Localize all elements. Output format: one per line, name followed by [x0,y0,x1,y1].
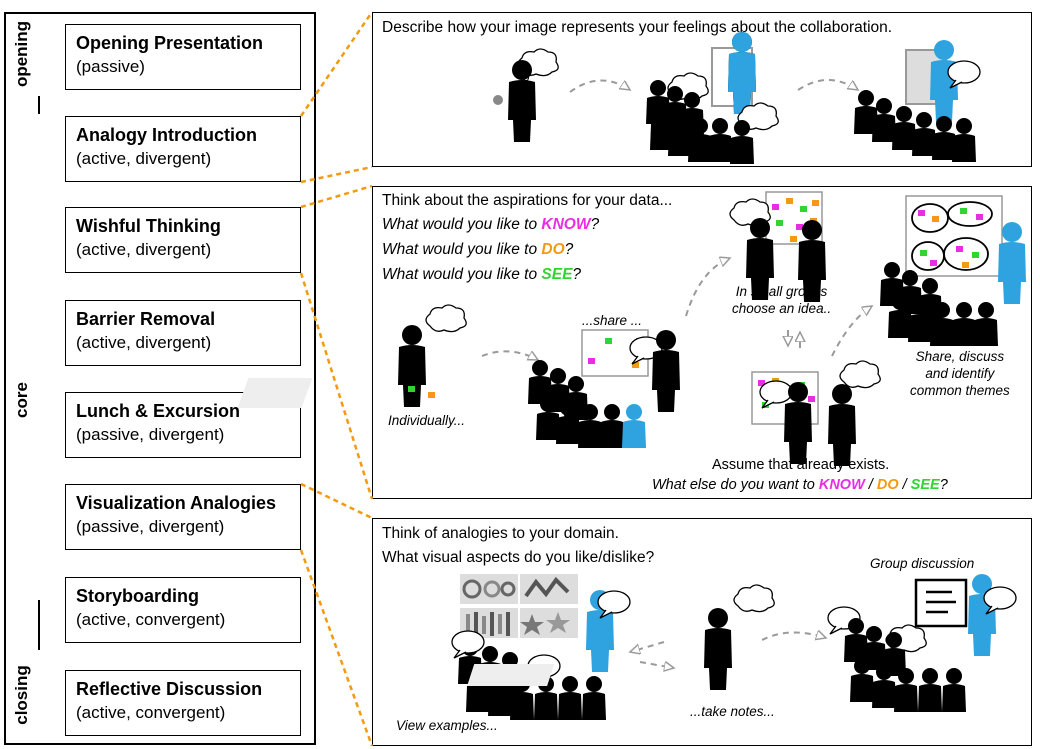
stage-analogy-introduction: Analogy Introduction (active, divergent) [65,116,301,182]
vis-line-2: What visual aspects do you like/dislike? [382,549,655,566]
stage-title: Analogy Introduction [76,125,257,145]
wishful-assume: Assume that already exists. [712,457,890,473]
analogy-scene-board [854,40,981,162]
stage-title: Lunch & Excursion [76,401,241,421]
vis-group-discussion [827,574,1017,712]
wishful-intro: Think about the aspirations for your dat… [382,192,673,209]
caption-share: ...share ... [582,313,643,328]
stage-storyboarding: Storyboarding (active, convergent) [65,577,301,643]
stage-visualization-analogies: Visualization Analogies (passive, diverg… [65,484,301,550]
stage-title: Barrier Removal [76,309,216,329]
stage-subtitle: (passive, divergent) [76,517,225,536]
wishful-groups-bottom [751,360,881,466]
caption-individually: Individually... [388,413,466,428]
vis-take-notes [467,584,775,690]
stage-panel-connectors [299,11,374,747]
stage-subtitle: (passive) [76,57,145,76]
stage-title: Storyboarding [76,586,200,606]
stage-title: Opening Presentation [76,33,264,53]
stage-subtitle: (passive, divergent) [76,425,225,444]
wishful-share [528,329,680,448]
stage-title: Wishful Thinking [76,216,221,236]
analogy-scene-group [646,32,779,164]
caption-view-examples: View examples... [396,718,498,733]
caption-group-discussion: Group discussion [870,556,975,571]
analogy-scene-individual [493,48,559,142]
analogy-prompt: Describe how your image represents your … [382,19,893,36]
process-frame [4,12,316,745]
stage-title: Reflective Discussion [76,679,263,699]
stage-subtitle: (active, convergent) [76,610,226,629]
stage-subtitle: (active, divergent) [76,333,212,352]
vis-line-1: Think of analogies to your domain. [382,525,619,542]
wishful-individual [237,304,467,408]
phase-divider-closing [38,600,40,650]
wishful-themes [880,195,1026,346]
caption-take-notes: ...take notes... [690,704,775,719]
stage-subtitle: (active, divergent) [76,240,212,259]
stage-wishful-thinking: Wishful Thinking (active, divergent) [65,207,301,273]
wishful-what-else: What else do you want to KNOW / DO / SEE… [652,477,948,493]
stage-subtitle: (active, convergent) [76,703,226,722]
stage-reflective-discussion: Reflective Discussion (active, convergen… [65,670,301,736]
vis-examples [451,574,631,720]
stage-opening-presentation: Opening Presentation (passive) [65,24,301,90]
stage-subtitle: (active, divergent) [76,149,212,168]
stage-barrier-removal: Barrier Removal (active, divergent) [65,300,301,366]
wishful-question-do: What would you like to DO? [382,241,574,258]
stage-title: Visualization Analogies [76,493,277,513]
wishful-question-see: What would you like to SEE? [382,266,582,283]
wishful-groups-top [729,191,826,302]
phase-divider-opening [38,96,40,114]
wishful-question-know: What would you like to KNOW? [382,216,600,233]
